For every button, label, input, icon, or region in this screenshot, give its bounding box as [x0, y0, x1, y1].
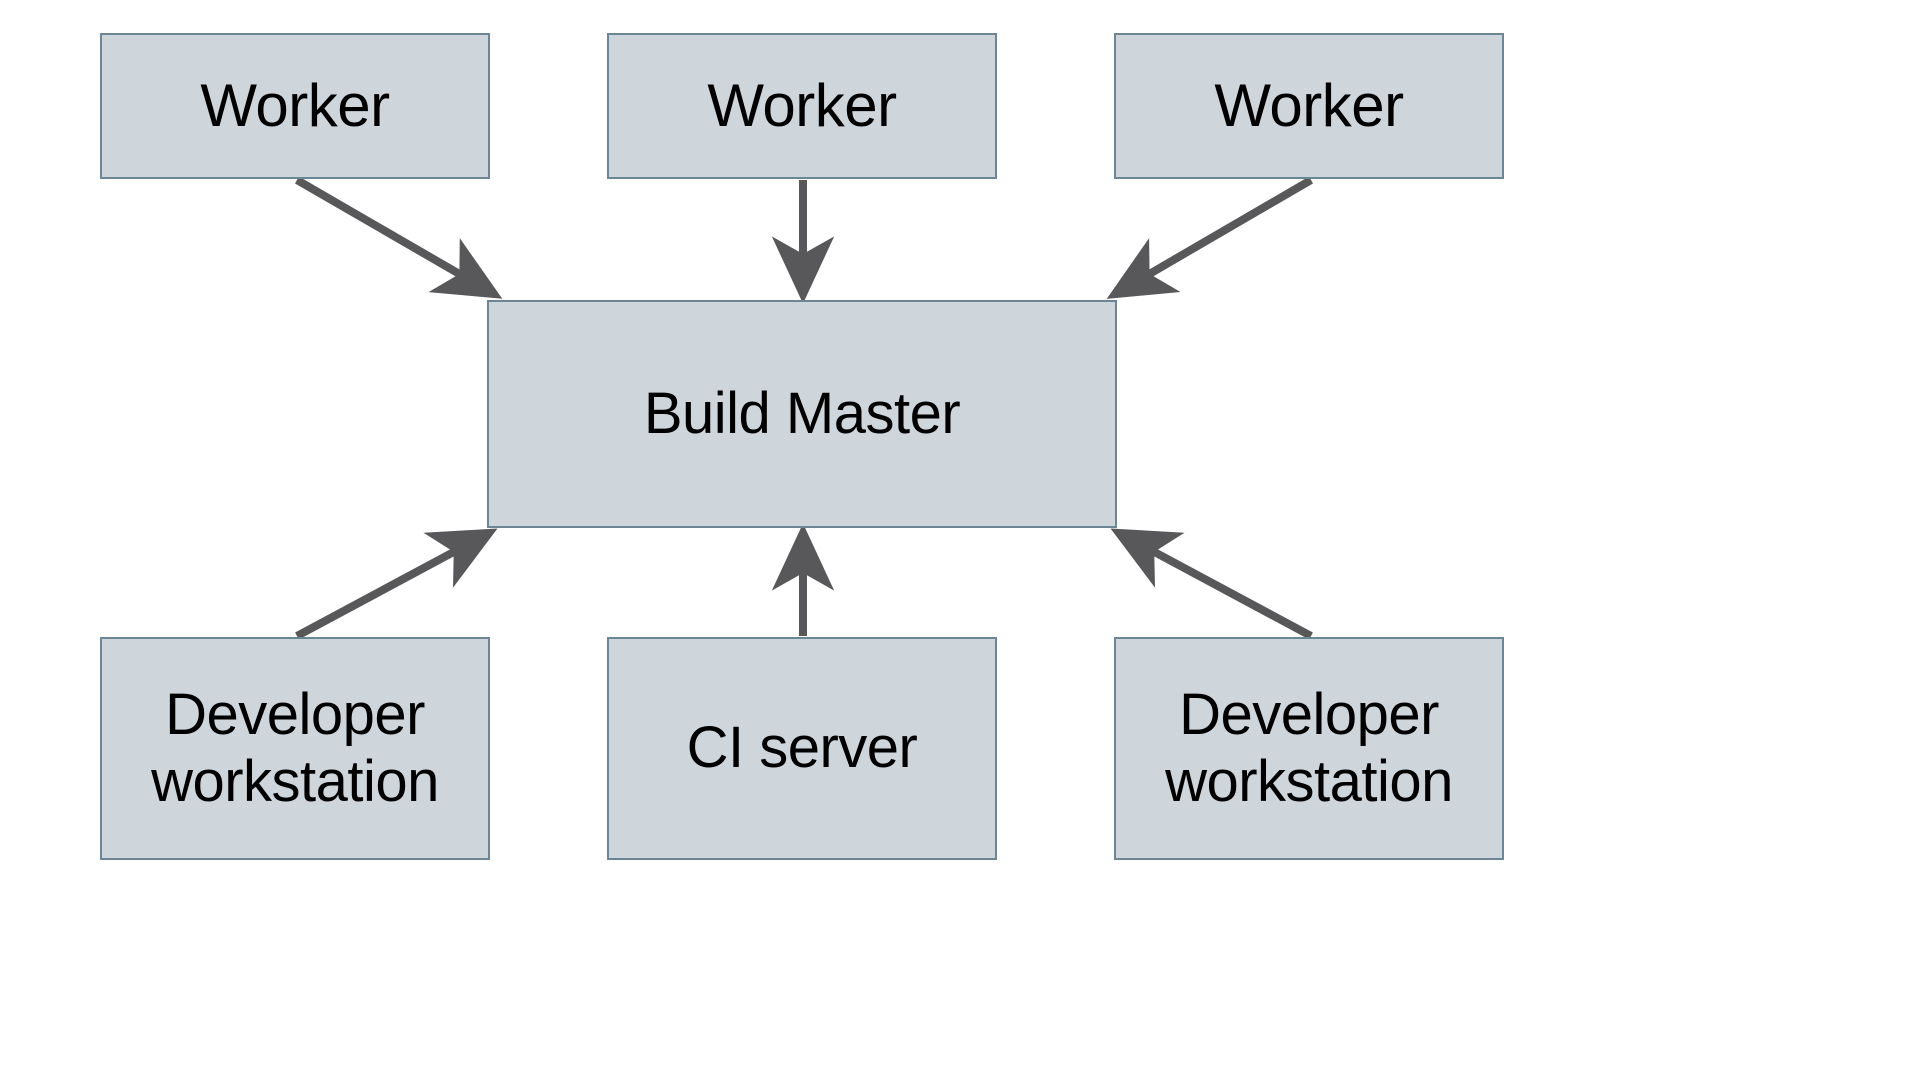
node-developer-workstation-a-label: Developer workstation — [151, 682, 439, 814]
node-build-master[interactable]: Build Master — [487, 300, 1117, 528]
node-worker-c[interactable]: Worker — [1114, 33, 1504, 179]
edge-worker-c-to-master — [1106, 176, 1314, 299]
node-build-master-label: Build Master — [643, 380, 961, 446]
node-worker-a[interactable]: Worker — [100, 33, 490, 179]
node-ci-server[interactable]: CI server — [607, 637, 997, 860]
node-worker-b[interactable]: Worker — [607, 33, 997, 179]
node-worker-a-label: Worker — [200, 71, 390, 139]
node-worker-c-label: Worker — [1214, 71, 1404, 139]
edge-devws-b-to-master — [1110, 528, 1313, 640]
edge-devws-a-to-master — [295, 528, 498, 640]
node-worker-b-label: Worker — [707, 71, 897, 139]
node-developer-workstation-b[interactable]: Developer workstation — [1114, 637, 1504, 860]
edge-worker-a-to-master — [294, 176, 503, 299]
node-ci-server-label: CI server — [686, 715, 918, 781]
node-developer-workstation-b-label: Developer workstation — [1165, 682, 1453, 814]
node-developer-workstation-a[interactable]: Developer workstation — [100, 637, 490, 860]
